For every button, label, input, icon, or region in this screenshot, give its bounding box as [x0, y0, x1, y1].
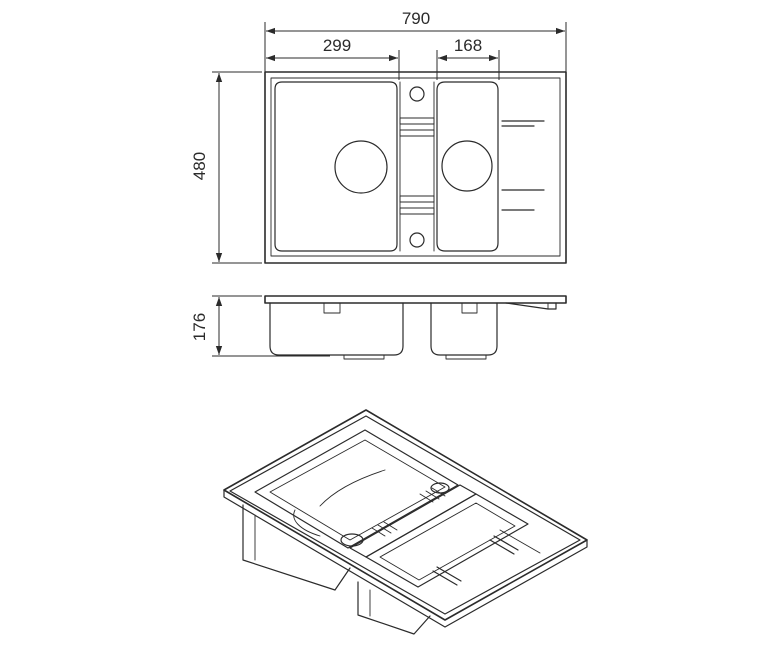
dimension-height-176: 176 [190, 295, 330, 357]
dimension-width-168: 168 [436, 36, 500, 80]
dimension-label-bowl-height: 176 [190, 313, 209, 341]
top-view [264, 71, 567, 264]
dimension-width-299: 299 [266, 36, 400, 80]
dimension-label-right-bowl-width: 168 [454, 36, 482, 55]
side-view [264, 295, 567, 360]
dimension-width-790: 790 [264, 9, 567, 72]
dimension-label-overall-width: 790 [402, 9, 430, 28]
dimension-depth-480: 480 [190, 71, 262, 264]
dimension-label-left-bowl-width: 299 [323, 36, 351, 55]
dimension-label-overall-depth: 480 [190, 152, 209, 180]
isometric-view [223, 409, 588, 635]
